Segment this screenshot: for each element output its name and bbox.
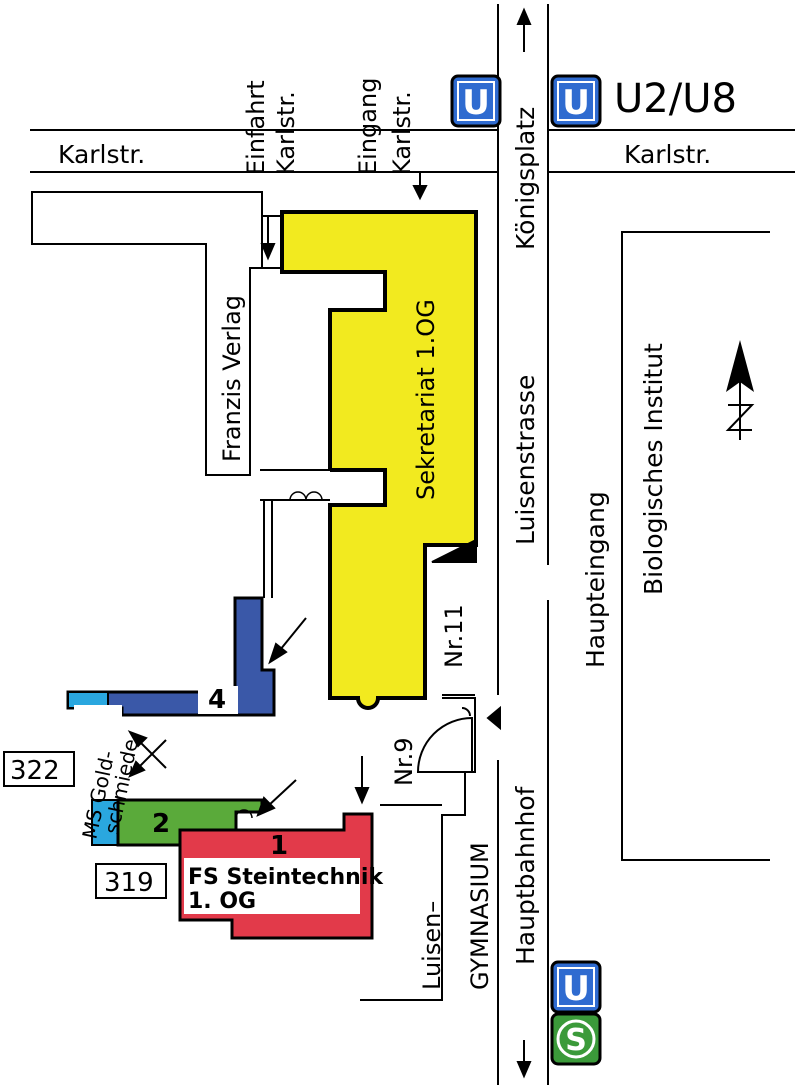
building-1-number: 1 (270, 831, 288, 861)
gymnasium-outline (360, 772, 466, 1001)
franzis-verlag-outline (31, 191, 263, 476)
einfahrt-label: Einfahrt (242, 80, 270, 175)
sbahn-icon: S (550, 1012, 602, 1066)
ubahn-letter: U (562, 969, 590, 1009)
entrance-arrows (127, 7, 532, 1079)
sbahn-letter: S (565, 1023, 587, 1058)
ubahn-icon: U (450, 74, 502, 128)
ubahn-lines-label: U2/U8 (614, 76, 737, 122)
eingang-label: Eingang (354, 78, 382, 175)
room-319-box (95, 863, 167, 899)
sekretariat-label: Sekretariat 1.OG (412, 299, 440, 500)
ubahn-letter: U (562, 83, 590, 123)
eingang-street-label: Karlstr. (388, 91, 416, 175)
room-322-label: 322 (10, 756, 60, 786)
north-arrow (725, 340, 755, 440)
ubahn-letter: U (462, 83, 490, 123)
haupteingang-label: Haupteingang (581, 491, 610, 668)
gymnasium-label-2: GYMNASIUM (466, 842, 494, 990)
biologisches-institut-label: Biologisches Institut (639, 343, 668, 595)
franzis-verlag-label: Franzis Verlag (218, 295, 246, 462)
room-319-label: 319 (104, 868, 154, 898)
fs-steintechnik-label-2: 1. OG (188, 889, 256, 914)
street-hauptbahnhof: Hauptbahnhof (511, 785, 540, 965)
einfahrt-street-label: Karlstr. (272, 91, 300, 175)
building-2-number: 2 (152, 809, 170, 839)
gymnasium-label-1: Luisen– (418, 901, 446, 990)
nr9-label: Nr.9 (390, 737, 418, 786)
street-koenigsplatz: Königsplatz (511, 107, 540, 250)
nr11-label: Nr.11 (440, 604, 468, 668)
ubahn-icon: U (550, 74, 602, 128)
street-karlstr-right: Karlstr. (624, 140, 711, 169)
building-4-number: 4 (208, 685, 226, 715)
ubahn-icon: U (550, 960, 602, 1014)
biologisches-institut-outline (621, 231, 770, 861)
street-karlstr-left: Karlstr. (58, 140, 145, 169)
sekretariat-building (280, 210, 478, 710)
street-luisenstrasse: Luisenstrasse (511, 375, 540, 545)
room-322-box (3, 751, 75, 787)
nr9-building-outline (442, 697, 476, 773)
fs-steintechnik-label-1: FS Steintechnik (188, 865, 384, 890)
